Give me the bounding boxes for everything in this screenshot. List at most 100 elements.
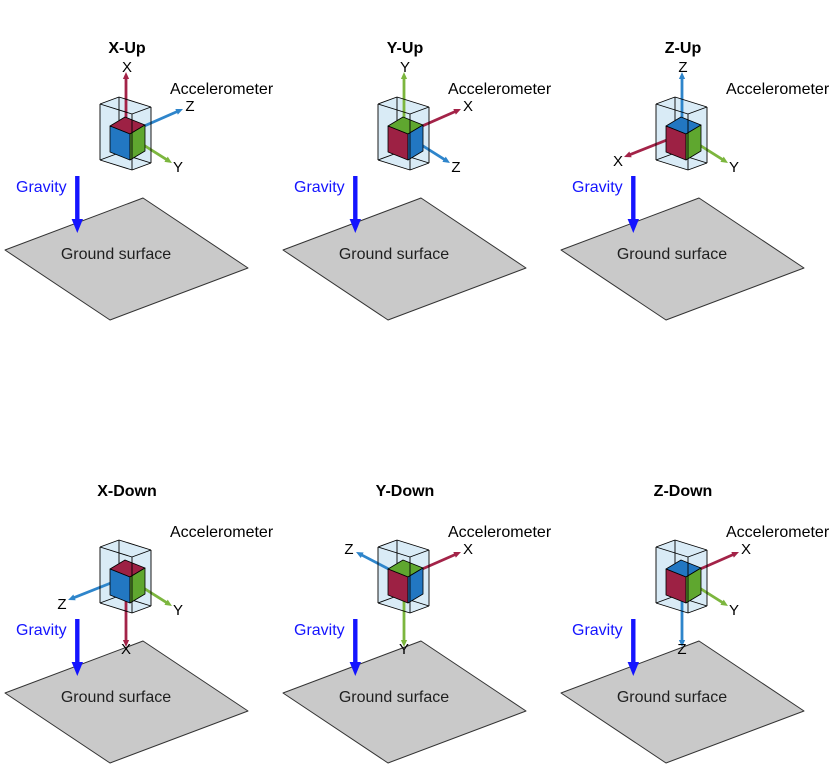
panel-title: Y-Down [376,483,435,500]
axis-label-y: Y [400,59,410,76]
gravity-arrowhead [627,662,639,676]
outer-box-edge [377,546,411,558]
gravity-arrowhead [349,219,361,233]
outer-box-edge [655,96,676,105]
gravity-arrowhead [71,219,83,233]
axis-label-z: Z [677,641,686,658]
cube-face-right [129,567,146,604]
axis-label-z: Z [57,596,66,613]
outer-box-edge [687,106,708,115]
ground-surface-label: Ground surface [617,689,727,706]
axis-arrowhead-y [164,599,172,606]
panel-title: X-Down [97,483,157,500]
accelerometer-cube: Z X Y [613,59,739,176]
accelerometer-cube: X Z Y [57,539,183,658]
accelerometer-cube: YXZ [377,59,473,176]
axis-arrowhead-x [731,551,739,558]
ground-surface [4,640,249,764]
outer-box-edge [655,103,689,115]
outer-box-edge [131,162,152,171]
axis-label-x: X [613,153,623,170]
axis-arrowhead-z [678,72,686,79]
gravity-arrowhead [627,219,639,233]
gravity-label: Gravity [16,179,67,196]
panel-title: X-Up [108,40,146,57]
outer-box-top-face [100,540,151,557]
outer-box-edge [655,546,689,558]
accelerometer-label: Accelerometer [170,524,274,541]
outer-box-edge [396,539,430,551]
gravity-arrow [71,176,83,233]
accelerometer-label: Accelerometer [448,524,552,541]
outer-box-edge [118,539,152,551]
outer-box-edge [99,103,133,115]
outer-box-edge [131,605,152,614]
outer-box-edge [396,96,430,108]
outer-box-edge [99,539,120,548]
cube-face-right [129,124,146,161]
outer-box-edge [687,162,708,171]
outer-box-edge [409,549,430,558]
accelerometer-cube: ZXY [655,539,751,658]
outer-box-edge [687,549,708,558]
accelerometer-label: Accelerometer [448,81,552,98]
axis-arrowhead-y [400,640,408,647]
outer-box-edge [99,96,120,105]
axis-label-z: Z [451,159,460,176]
panel-y-up: Ground surfaceGravityYXZY-UpAcceleromete… [282,40,552,321]
axis-label-y: Y [173,602,183,619]
outer-box-edge [674,96,708,108]
accelerometer-cube: XZY [99,59,195,176]
cube-face-right [685,567,702,604]
axis-arrowhead-z [68,594,76,601]
axis-label-z: Z [678,59,687,76]
gravity-label: Gravity [572,622,623,639]
cube-face-right [685,124,702,161]
ground-surface [282,197,527,321]
outer-box-edge [99,546,133,558]
axis-label-x: X [463,541,473,558]
outer-box-edge [655,602,689,614]
outer-box-edge [687,605,708,614]
panel-x-up: Ground surfaceGravityXZYX-UpAcceleromete… [4,40,274,321]
gravity-arrowhead [349,662,361,676]
axis-arrowhead-z [678,640,686,647]
ground-surface [282,640,527,764]
outer-box-edge [99,602,133,614]
outer-box-top-face [378,540,429,557]
outer-box-edge [131,106,152,115]
axis-arrowhead-x [122,640,130,647]
axis-label-x: X [122,59,132,76]
outer-box-edge [377,96,398,105]
gravity-label: Gravity [16,622,67,639]
outer-box-edge [377,539,398,548]
panel-title: Y-Up [387,40,424,57]
gravity-arrow [349,619,361,676]
axis-label-x: X [741,541,751,558]
accelerometer-label: Accelerometer [726,524,830,541]
axis-arrowhead-x [122,72,130,79]
axis-label-z: Z [344,541,353,558]
gravity-arrow [349,176,361,233]
axis-arrowhead-x [624,151,632,158]
gravity-arrow [627,176,639,233]
ground-surface [560,197,805,321]
panel-z-down: Ground surfaceGravityZXYZ-DownAccelerome… [560,483,830,764]
outer-box-edge [377,159,411,171]
axis-label-y: Y [729,159,739,176]
axis-label-x: X [121,641,131,658]
ground-surface [4,197,249,321]
axis-arrowhead-x [453,108,461,115]
ground-surface-label: Ground surface [61,689,171,706]
outer-box-edge [377,103,411,115]
gravity-label: Gravity [572,179,623,196]
axis-label-y: Y [173,159,183,176]
axis-arrowhead-y [720,156,728,163]
outer-box-edge [131,549,152,558]
ground-surface-label: Ground surface [339,689,449,706]
gravity-arrow [627,619,639,676]
outer-box-top-face [656,540,707,557]
outer-box-edge [377,602,411,614]
